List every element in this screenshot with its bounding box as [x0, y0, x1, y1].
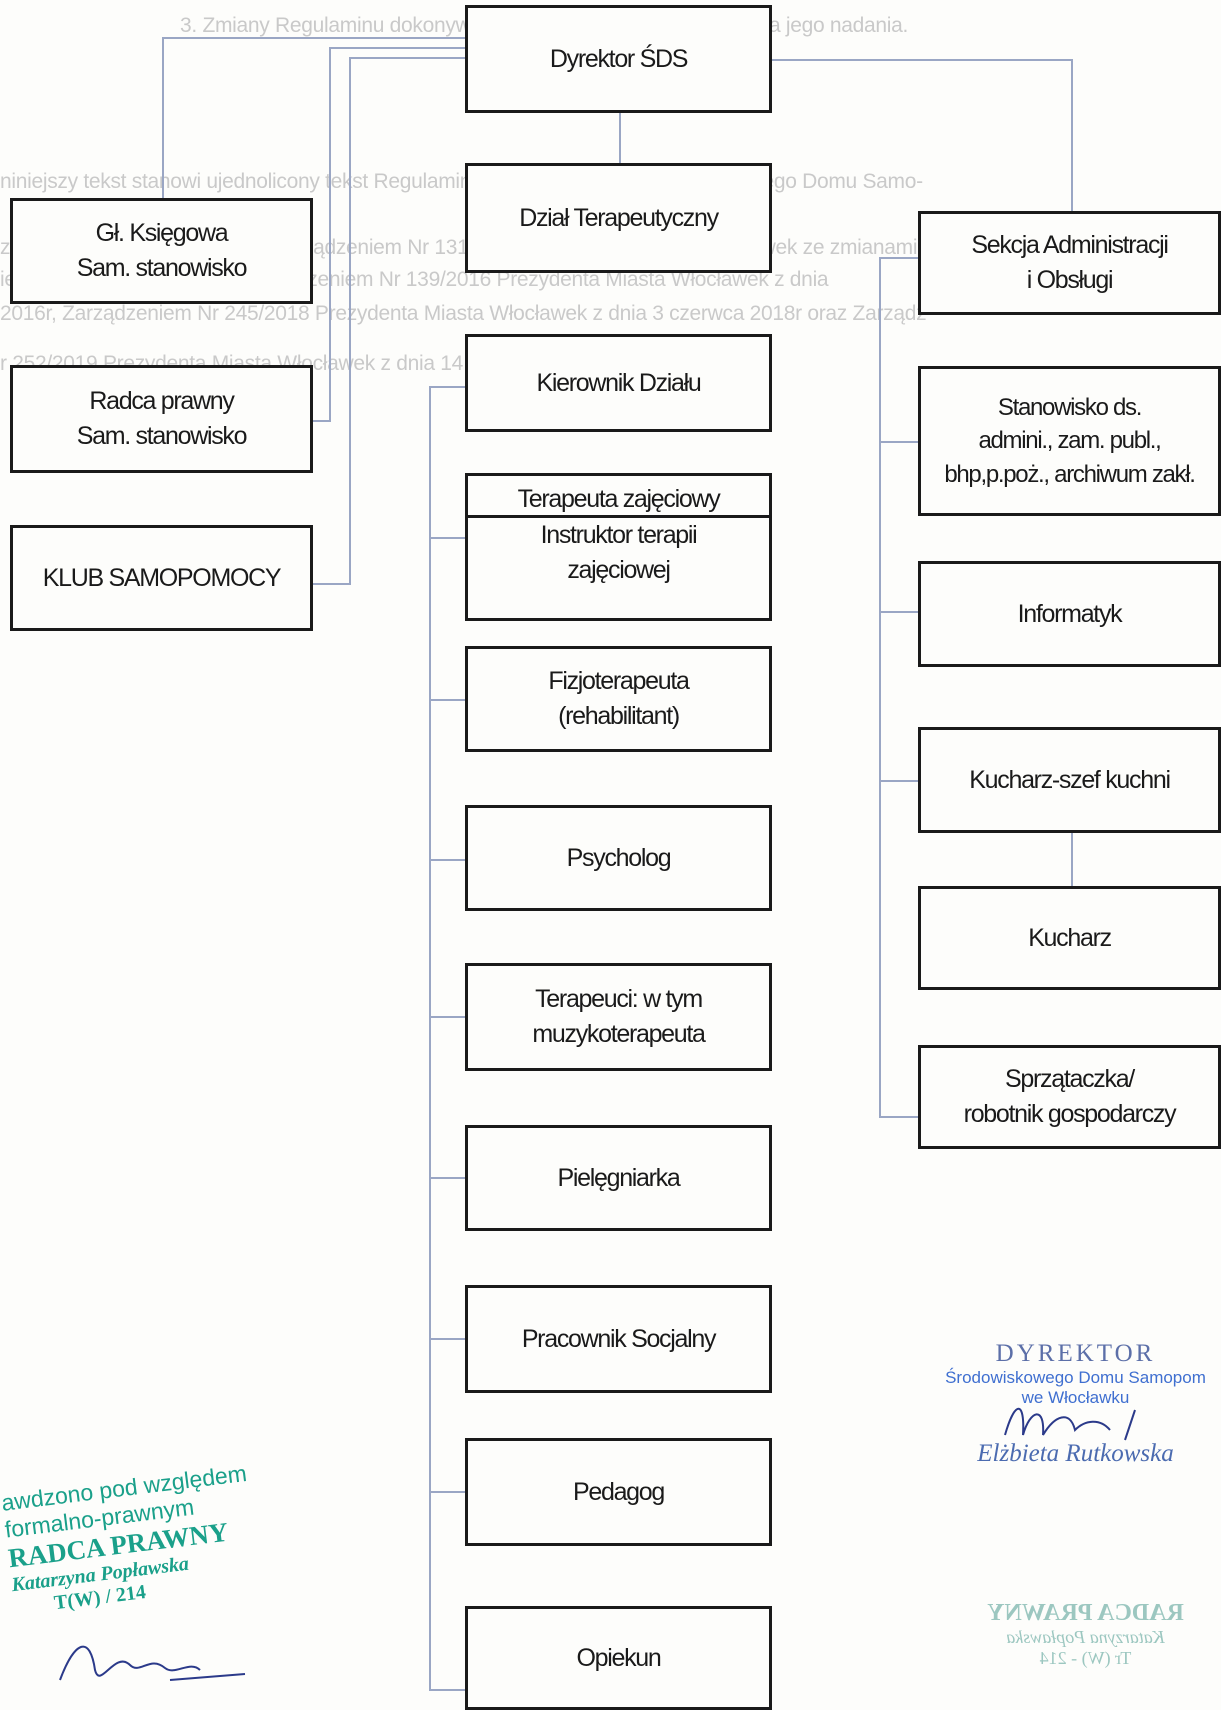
pielegniarka-label: Pielęgniarka [557, 1163, 681, 1192]
opiekun-label: Opiekun [576, 1643, 661, 1672]
mirrored-line-1: RADCA PRAWNY [987, 1600, 1184, 1626]
bleed-text-5: 2016r, Zarządzeniem Nr 245/2018 Prezyden… [0, 302, 927, 325]
sprzataczka-line-2: robotnik gospodarczy [963, 1100, 1177, 1128]
klub-box: KLUB SAMOPOMOCY [10, 525, 313, 631]
stanowisko-box: Stanowisko ds. admini., zam. publ., bhp,… [918, 366, 1221, 516]
radca-line-1: Radca prawny [89, 387, 235, 415]
fizjoterapeuta-line-2: (rehabilitant) [558, 702, 680, 730]
sprzataczka-line-1: Sprzątaczka/ [1005, 1065, 1135, 1093]
kucharz-box: Kucharz [918, 886, 1221, 990]
terapeuci-box: Terapeuci: w tym muzykoterapeuta [465, 963, 772, 1071]
signature-left [59, 1645, 246, 1681]
stamp-right-title: DYREKTOR [995, 1340, 1156, 1367]
instruktor-line-2: zajęciowej [567, 556, 671, 584]
radca-box: Radca prawny Sam. stanowisko [10, 365, 313, 473]
ksiegowa-line-2: Sam. stanowisko [76, 254, 248, 282]
terapeuta-instruktor-box: Terapeuta zajęciowy Instruktor terapii z… [465, 473, 772, 621]
sekcja-line-1: Sekcja Administracji [971, 231, 1169, 259]
mirrored-line-3: Tr (W) - 214 [1039, 1648, 1132, 1668]
mirrored-line-2: Katarzyna Popławska [1006, 1627, 1165, 1647]
pracownik-socjalny-box: Pracownik Socjalny [465, 1285, 772, 1393]
signature-right [1004, 1407, 1136, 1441]
opiekun-box: Opiekun [465, 1606, 772, 1710]
szef-kuchni-label: Kucharz-szef kuchni [969, 765, 1171, 794]
terapeuci-line-2: muzykoterapeuta [532, 1020, 706, 1048]
dzial-terapeutyczny-label: Dział Terapeutyczny [519, 203, 719, 232]
terapeuta-label: Terapeuta zajęciowy [517, 485, 721, 513]
director-stamp: DYREKTOR Środowiskowego Domu Samopom we … [930, 1340, 1221, 1468]
pedagog-label: Pedagog [573, 1477, 665, 1506]
stanowisko-line-2: admini., zam. publ., [978, 427, 1161, 455]
mirrored-stamp: RADCA PRAWNY Katarzyna Popławska Tr (W) … [950, 1600, 1221, 1669]
psycholog-box: Psycholog [465, 805, 772, 911]
director-label: Dyrektor ŚDS [549, 44, 689, 73]
ksiegowa-line-1: Gł. Księgowa [95, 219, 229, 247]
szef-kuchni-box: Kucharz-szef kuchni [918, 727, 1221, 833]
connector-director-sekcja [772, 59, 1073, 211]
connector-therapy-spine [429, 386, 465, 1691]
kierownik-label: Kierownik Działu [536, 368, 702, 397]
kucharz-label: Kucharz [1028, 923, 1112, 952]
informatyk-label: Informatyk [1017, 599, 1123, 628]
pedagog-box: Pedagog [465, 1438, 772, 1546]
connector-director-radca [313, 47, 465, 422]
sekcja-administracji-box: Sekcja Administracji i Obsługi [918, 211, 1221, 315]
connector-director-ksiegowa [162, 37, 465, 198]
psycholog-label: Psycholog [566, 843, 672, 872]
dzial-terapeutyczny-box: Dział Terapeutyczny [465, 163, 772, 273]
informatyk-box: Informatyk [918, 561, 1221, 667]
fizjoterapeuta-box: Fizjoterapeuta (rehabilitant) [465, 646, 772, 752]
fizjoterapeuta-line-1: Fizjoterapeuta [548, 667, 690, 695]
director-box: Dyrektor ŚDS [465, 5, 772, 113]
instruktor-line-1: Instruktor terapii [540, 521, 698, 549]
pracownik-socjalny-label: Pracownik Socjalny [521, 1324, 717, 1353]
stanowisko-line-3: bhp,p.poż., archiwum zakł. [944, 460, 1196, 488]
stamp-right-name: Elżbieta Rutkowska [977, 1440, 1174, 1467]
terapeuta-divider [468, 515, 769, 518]
sprzataczka-box: Sprzątaczka/ robotnik gospodarczy [918, 1045, 1221, 1149]
connector-admin-spine [879, 257, 918, 1118]
klub-label: KLUB SAMOPOMOCY [42, 563, 282, 592]
pielegniarka-box: Pielęgniarka [465, 1125, 772, 1231]
sekcja-line-2: i Obsługi [1026, 266, 1114, 294]
ksiegowa-box: Gł. Księgowa Sam. stanowisko [10, 198, 313, 304]
stamp-right-line-1: Środowiskowego Domu Samopom [945, 1368, 1206, 1387]
radca-line-2: Sam. stanowisko [76, 422, 248, 450]
kierownik-box: Kierownik Działu [465, 334, 772, 432]
connector-director-klub [313, 57, 465, 585]
stamp-right-line-2: we Włocławku [1021, 1388, 1130, 1407]
terapeuci-line-1: Terapeuci: w tym [535, 985, 703, 1013]
stanowisko-line-1: Stanowisko ds. [997, 393, 1143, 421]
